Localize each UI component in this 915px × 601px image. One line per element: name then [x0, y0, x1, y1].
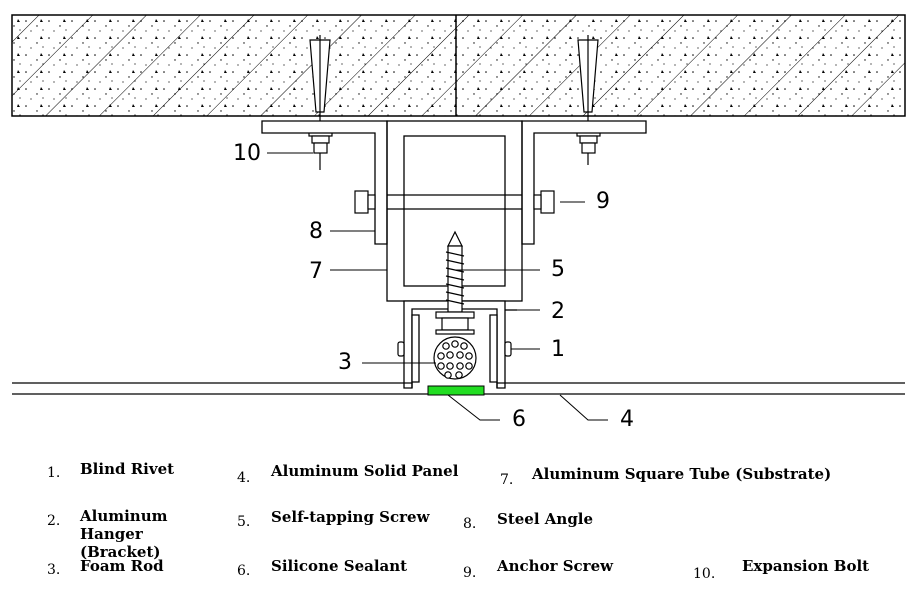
legend-label: Aluminum Square Tube (Substrate) — [532, 465, 832, 483]
legend-number: 4. — [237, 470, 251, 486]
legend-number: 7. — [500, 472, 514, 488]
callout-5: 5 — [551, 257, 565, 282]
anchor-screw — [354, 190, 555, 214]
leader-lines — [267, 152, 608, 421]
callout-9: 9 — [596, 189, 610, 214]
legend-label: Self-tapping Screw — [271, 508, 430, 526]
callout-7: 7 — [309, 259, 323, 284]
legend-label: Steel Angle — [497, 510, 594, 528]
legend-number: 8. — [463, 516, 477, 532]
legend-number: 1. — [47, 465, 61, 481]
self-tapping-screw — [435, 230, 475, 335]
ceiling-section-drawing — [11, 14, 906, 421]
callout-2: 2 — [551, 299, 565, 324]
callout-8: 8 — [309, 219, 323, 244]
callout-1: 1 — [551, 337, 565, 362]
legend-label: Anchor Screw — [497, 557, 614, 575]
legend-label: Foam Rod — [80, 557, 164, 575]
legend-number: 10. — [693, 566, 716, 582]
legend-label: Aluminum Hanger (Bracket) — [80, 507, 168, 561]
callout-6: 6 — [512, 407, 526, 432]
foam-rod — [433, 336, 477, 380]
legend-number: 9. — [463, 565, 477, 581]
legend-number: 3. — [47, 562, 61, 578]
legend-label: Blind Rivet — [80, 460, 175, 478]
silicone-sealant — [427, 385, 485, 396]
aluminum-hanger — [403, 300, 517, 389]
legend-label: Aluminum Solid Panel — [271, 462, 459, 480]
legend-label: Silicone Sealant — [271, 557, 408, 575]
aluminum-solid-panel — [12, 382, 905, 395]
legend-number: 2. — [47, 513, 61, 529]
callout-4: 4 — [620, 407, 634, 432]
legend-number: 6. — [237, 563, 251, 579]
callout-10: 10 — [233, 141, 261, 166]
legend-number: 5. — [237, 514, 251, 530]
concrete-slab — [11, 14, 906, 117]
callout-3: 3 — [338, 350, 352, 375]
legend-label: Expansion Bolt — [742, 557, 870, 575]
